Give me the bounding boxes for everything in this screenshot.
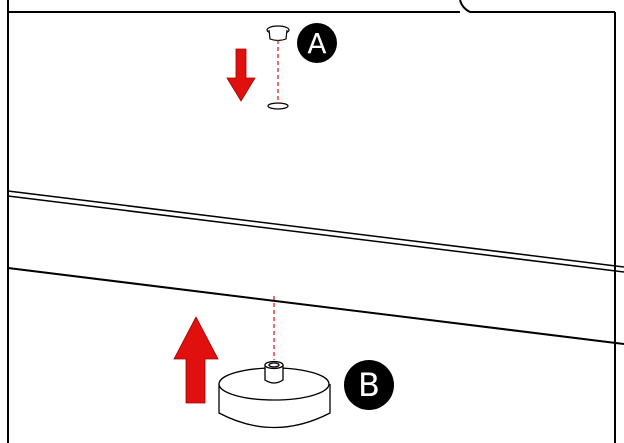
arrow-down-icon: [226, 48, 256, 102]
arrow-up-icon: [173, 316, 219, 404]
part-a-cap: [266, 25, 290, 110]
board-edge-lines: [7, 190, 624, 345]
callout-b-label: B: [358, 366, 380, 404]
callout-a-badge: A: [297, 23, 337, 63]
part-b-foot: [218, 360, 331, 429]
panel-frame: [7, 0, 616, 443]
callout-b-badge: B: [344, 360, 394, 410]
callout-a-label: A: [307, 27, 326, 60]
